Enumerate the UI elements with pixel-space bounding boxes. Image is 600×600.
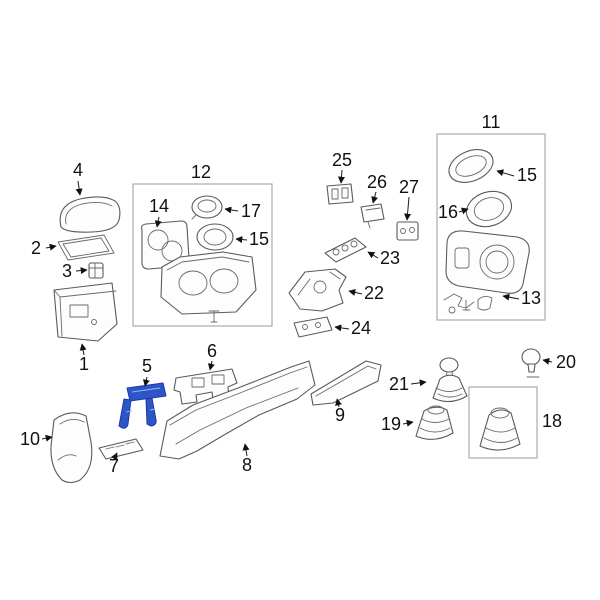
leader-15b (496, 169, 515, 177)
part-console-trim (445, 230, 530, 294)
leader-20 (542, 357, 553, 365)
callout-18: 18 (542, 411, 562, 431)
part-bracket-25 (326, 183, 354, 205)
part-side-cover-10 (50, 412, 93, 484)
part-trim-strip-9 (310, 360, 382, 406)
part-bracket-24 (293, 316, 333, 338)
group-box-18 (468, 386, 538, 459)
leader-24 (334, 324, 350, 332)
callout-20: 20 (556, 352, 576, 372)
leader-21 (410, 379, 427, 387)
part-console-side-trim (159, 360, 316, 460)
leader-5 (142, 376, 150, 387)
leader-10 (41, 434, 53, 442)
leader-14 (154, 216, 162, 228)
leader-2 (45, 243, 57, 251)
callout-27: 27 (399, 177, 419, 197)
part-shift-boot-19 (415, 405, 454, 440)
callout-2: 2 (31, 238, 41, 258)
group-box-12 (132, 183, 273, 327)
leader-8 (242, 443, 250, 457)
callout-12: 12 (191, 162, 211, 182)
part-console-mat (57, 234, 115, 261)
callout-23: 23 (380, 248, 400, 268)
leader-25 (337, 169, 345, 184)
part-mounting-bracket-highlighted (118, 382, 167, 429)
callout-14: 14 (149, 196, 169, 216)
leader-7 (111, 452, 118, 461)
callout-1: 1 (79, 354, 89, 374)
callout-6: 6 (207, 341, 217, 361)
part-bracket-22 (288, 268, 347, 312)
callout-8: 8 (242, 455, 252, 475)
leader-26 (371, 191, 379, 204)
callout-15b: 15 (517, 165, 537, 185)
callout-13: 13 (521, 288, 541, 308)
leader-27 (404, 196, 412, 221)
leader-6 (207, 360, 215, 371)
part-console-housing (53, 282, 118, 342)
part-switch-26 (360, 203, 385, 229)
callout-3: 3 (62, 261, 72, 281)
leader-17 (224, 206, 239, 214)
part-armrest (59, 196, 121, 233)
leader-16 (458, 207, 469, 215)
part-cap (191, 195, 223, 220)
callout-5: 5 (142, 356, 152, 376)
part-console-tray (160, 251, 257, 315)
callout-9: 9 (335, 405, 345, 425)
callout-15a: 15 (249, 229, 269, 249)
part-shift-lever-21 (432, 357, 468, 403)
part-socket-27 (396, 221, 419, 241)
leader-4 (75, 180, 83, 196)
callout-17: 17 (241, 201, 261, 221)
leader-13 (502, 293, 520, 301)
leader-19 (402, 419, 414, 427)
part-ring (196, 223, 234, 251)
callout-11: 11 (482, 112, 501, 132)
callout-19: 19 (381, 414, 401, 434)
leader-23 (367, 251, 379, 259)
part-small-fittings-13 (443, 293, 493, 314)
callout-26: 26 (367, 172, 387, 192)
part-plate-7 (98, 438, 144, 460)
group-box-11 (436, 133, 546, 321)
part-tray-15 (448, 149, 494, 183)
part-clip (88, 262, 104, 279)
part-plate-23 (324, 237, 367, 263)
callout-16: 16 (438, 202, 458, 222)
part-ring-16 (465, 190, 513, 228)
callout-22: 22 (364, 283, 384, 303)
callout-10: 10 (20, 429, 40, 449)
callout-24: 24 (351, 318, 371, 338)
callout-7: 7 (109, 456, 119, 476)
leader-1 (79, 343, 87, 356)
leader-15a (235, 236, 248, 244)
callout-4: 4 (73, 160, 83, 180)
part-shift-boot-18 (479, 407, 521, 451)
part-shift-knob-20 (521, 348, 541, 378)
leader-22 (348, 289, 363, 296)
leader-9 (335, 398, 342, 408)
callout-25: 25 (332, 150, 352, 170)
part-bolt (208, 310, 220, 323)
leader-3 (75, 267, 88, 275)
callout-21: 21 (389, 374, 409, 394)
